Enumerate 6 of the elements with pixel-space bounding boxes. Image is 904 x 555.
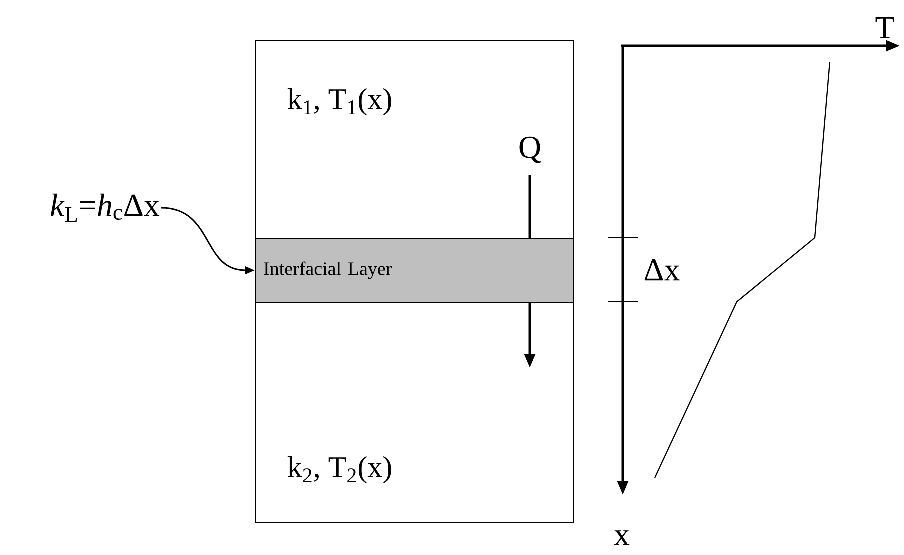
axis-label: Δx [644,259,680,281]
axis-label: T [876,18,894,38]
interfacial-layer-band: Interfacial Layer [255,238,574,303]
formula-label: k$_{L}$=h$_{c}$Δx [50,194,160,222]
axis-label: x [614,530,630,546]
axis-label: Q [520,136,541,164]
